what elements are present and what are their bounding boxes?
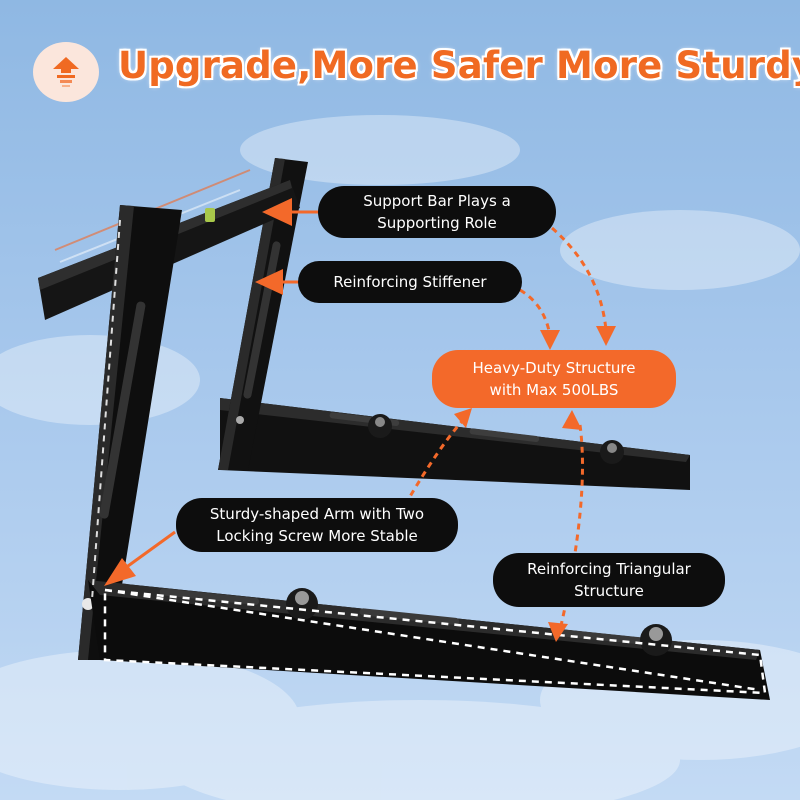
callout-heavy-duty: Heavy-Duty Structure with Max 500LBS	[432, 350, 676, 408]
callout-arm-line2: Locking Screw More Stable	[216, 527, 418, 545]
callout-triangular-line1: Reinforcing Triangular	[527, 560, 691, 578]
page-title: Upgrade,More Safer More Sturdy	[118, 44, 800, 87]
callout-triangular: Reinforcing Triangular Structure	[493, 553, 725, 607]
callout-arm: Sturdy-shaped Arm with Two Locking Screw…	[176, 498, 458, 552]
callout-triangular-line2: Structure	[574, 582, 644, 600]
callout-stiffener-line1: Reinforcing Stiffener	[333, 273, 487, 291]
callout-heavy-duty-line2: with Max 500LBS	[489, 381, 619, 399]
callout-heavy-duty-line1: Heavy-Duty Structure	[472, 359, 636, 377]
callout-support-bar-line1: Support Bar Plays a	[363, 192, 511, 210]
callout-stiffener: Reinforcing Stiffener	[298, 261, 522, 303]
callout-arm-line1: Sturdy-shaped Arm with Two	[209, 505, 425, 523]
callout-support-bar-line2: Supporting Role	[377, 214, 497, 232]
callout-support-bar: Support Bar Plays a Supporting Role	[318, 186, 556, 238]
upgrade-arrow-icon	[53, 57, 79, 87]
upgrade-badge	[33, 42, 99, 102]
